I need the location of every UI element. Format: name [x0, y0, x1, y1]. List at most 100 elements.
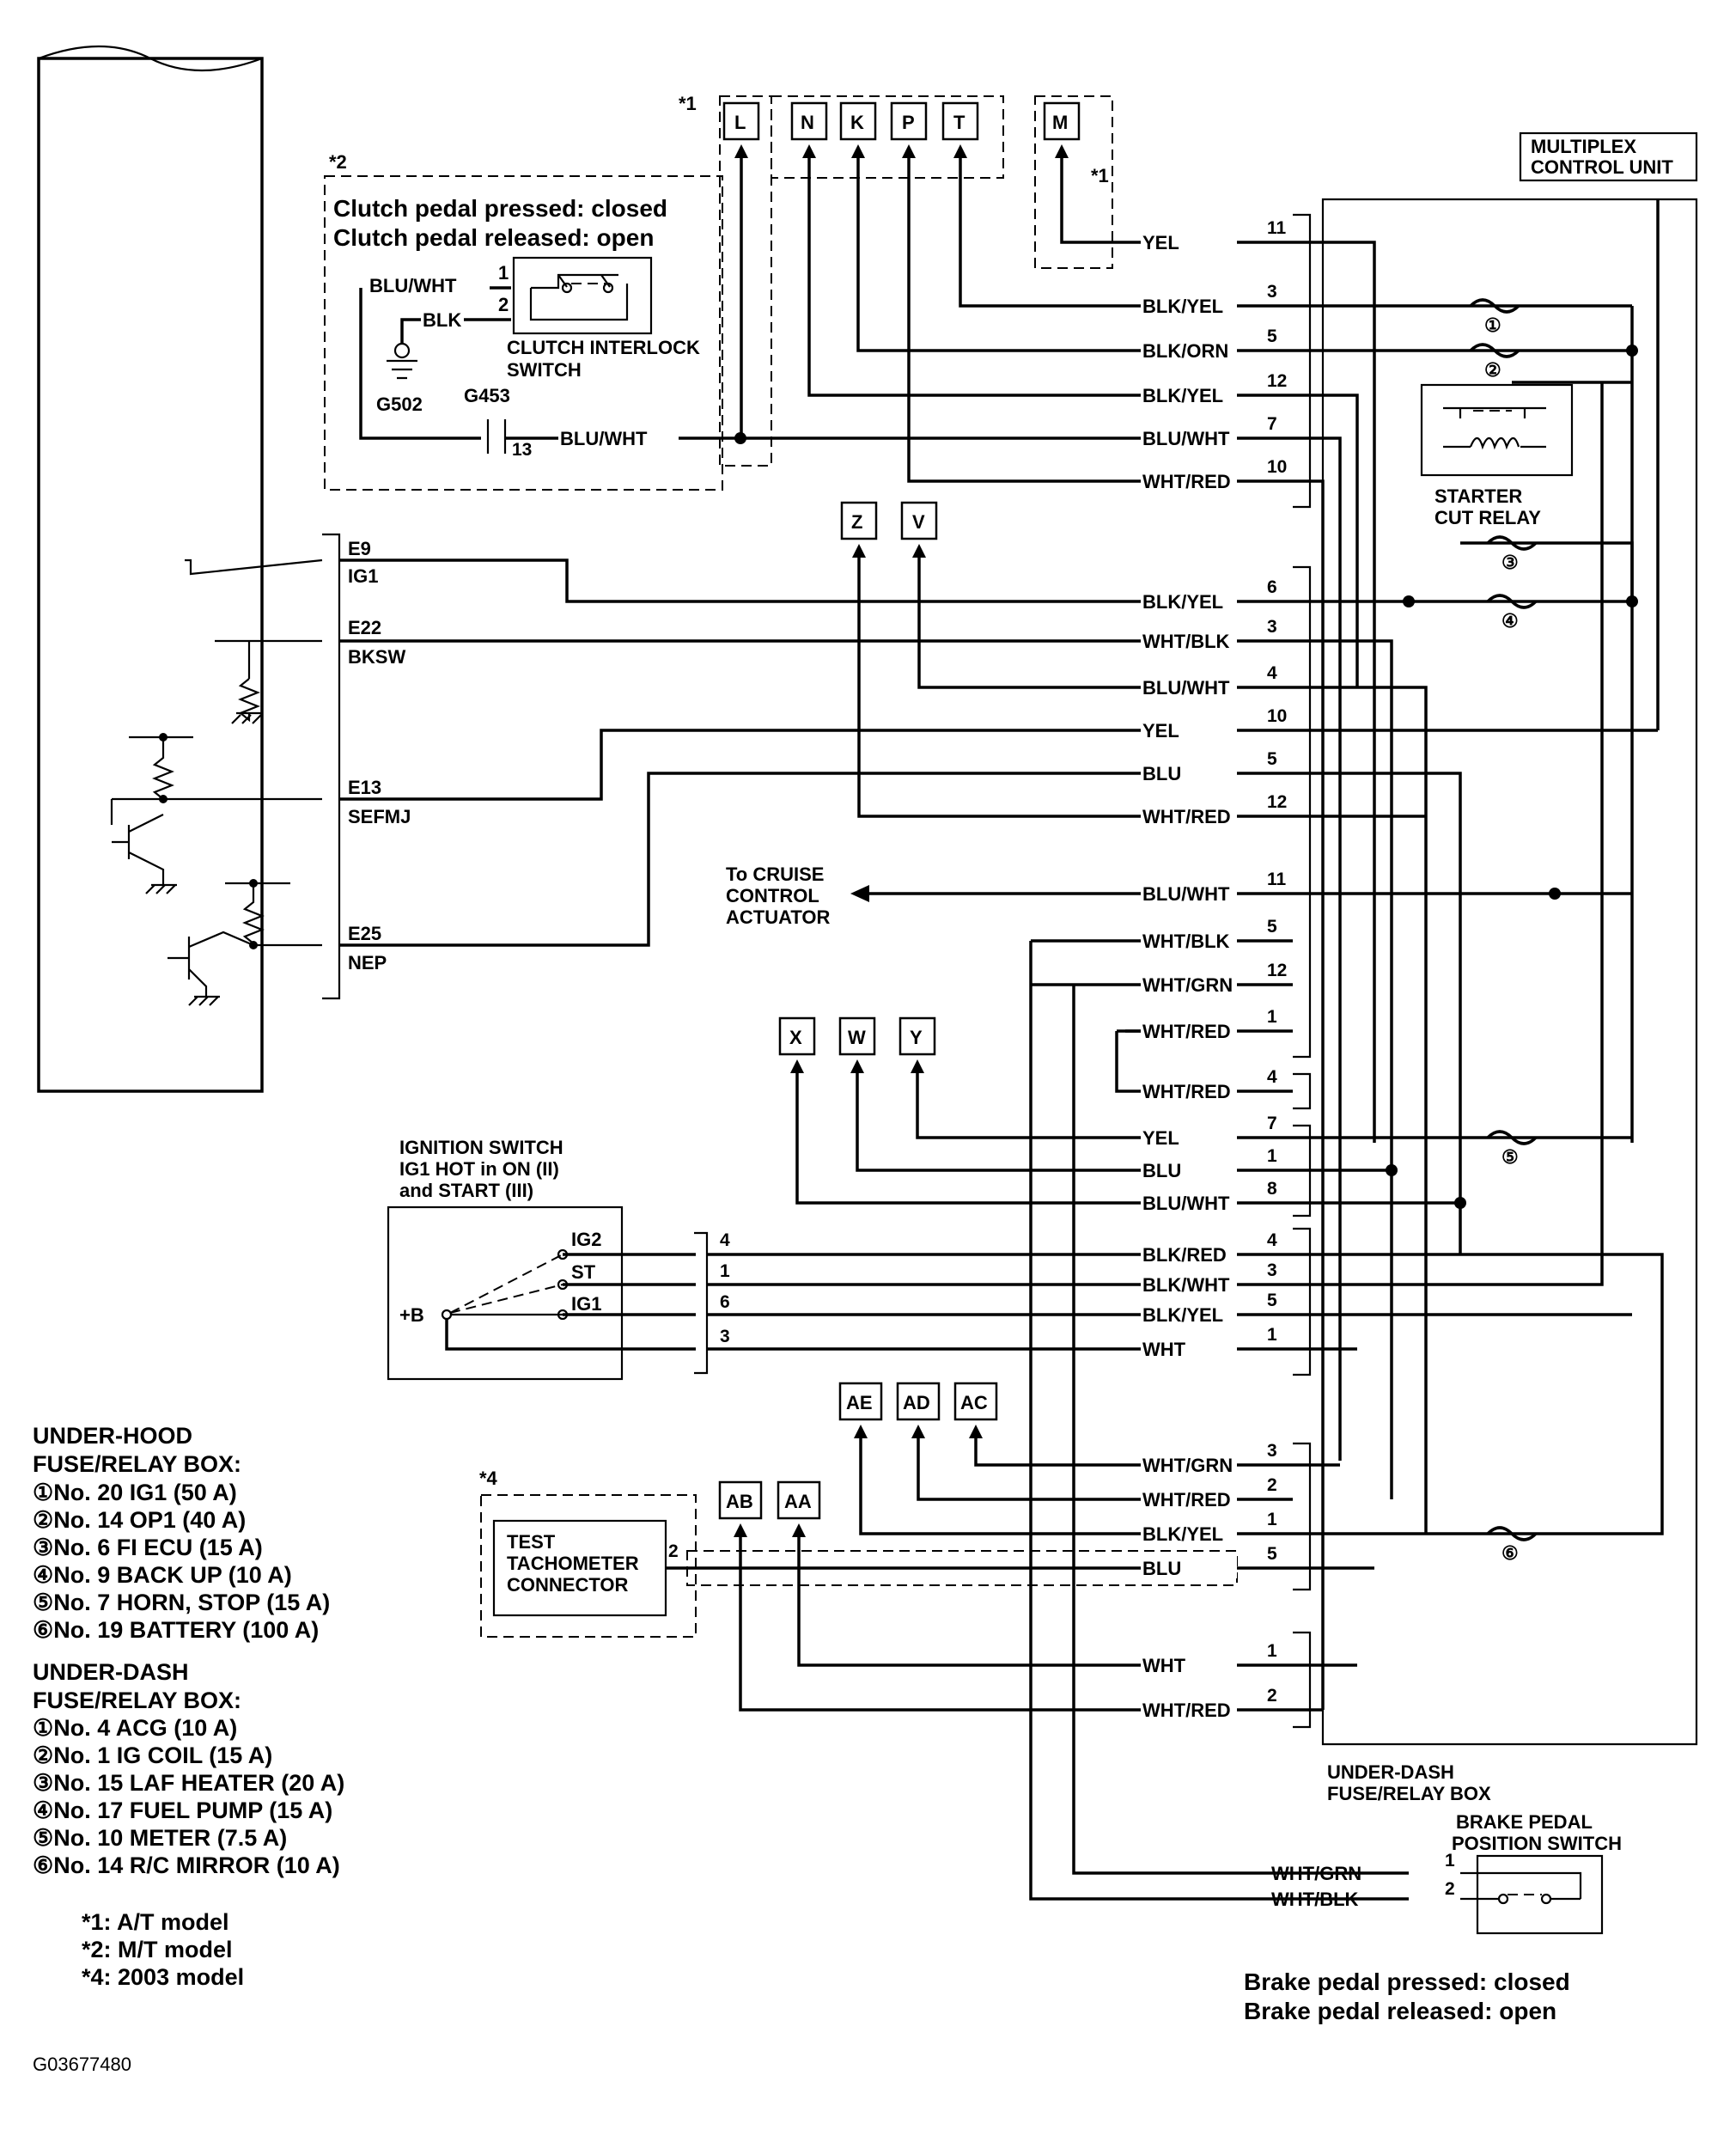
at-model-box-l — [719, 95, 772, 467]
connector-bracket — [1293, 1631, 1312, 1729]
ecm-bksw-internal — [215, 639, 322, 679]
wire-label-bg — [1141, 1079, 1237, 1102]
pin-number: 11 — [1267, 870, 1287, 889]
brake-title-1: Brake pedal pressed: closed — [1244, 1968, 1570, 1995]
svg-text:BLU/WHT: BLU/WHT — [369, 275, 457, 296]
pin-number: 5 — [1267, 749, 1277, 769]
wire-label: BLK/RED — [1142, 1244, 1227, 1266]
wire-label: WHT/RED — [1142, 1489, 1231, 1511]
svg-text:ST: ST — [571, 1261, 596, 1283]
connector-ad: AD — [896, 1382, 941, 1421]
connector-ac: AC — [953, 1382, 998, 1421]
wire-label-bg — [1141, 1191, 1237, 1213]
brake-switch-frame — [1476, 1854, 1604, 1935]
pin-number: 3 — [1267, 617, 1277, 637]
wire-label-bg — [1141, 1019, 1237, 1041]
wire-label-bg — [1141, 629, 1237, 651]
svg-text:②No. 14 OP1 (40 A): ②No. 14 OP1 (40 A) — [33, 1507, 246, 1533]
svg-text:⑤No. 10 METER (7.5 A): ⑤No. 10 METER (7.5 A) — [33, 1825, 287, 1851]
svg-text:UNDER-DASH: UNDER-DASH — [33, 1659, 189, 1685]
wire-label-bg — [1141, 469, 1237, 491]
svg-text:W: W — [848, 1027, 866, 1048]
wire-label: WHT — [1142, 1655, 1186, 1676]
fuse-symbol — [1469, 298, 1520, 314]
connector-bracket — [1293, 1227, 1312, 1376]
wire-label: BLK/YEL — [1142, 296, 1223, 317]
pin-number: 10 — [1267, 706, 1287, 726]
test-connector-box — [480, 1494, 697, 1638]
wire-label: BLU — [1142, 1160, 1181, 1181]
svg-text:①No. 20 IG1 (50 A): ①No. 20 IG1 (50 A) — [33, 1480, 237, 1505]
svg-text:*4: *4 — [479, 1468, 498, 1489]
underdash-box-label: UNDER-DASH — [1327, 1761, 1454, 1783]
wire-label-bg — [1141, 1453, 1237, 1475]
wire-label-bg — [1141, 230, 1237, 253]
connector-bracket — [1293, 1072, 1312, 1110]
svg-text:①No. 4 ACG (10 A): ①No. 4 ACG (10 A) — [33, 1715, 237, 1741]
wire-label: WHT/RED — [1142, 806, 1231, 827]
pin-number: 12 — [1267, 371, 1287, 391]
pin-number: 2 — [1267, 1475, 1277, 1495]
connector-ae: AE — [838, 1382, 883, 1421]
pin-number: 7 — [1267, 414, 1277, 434]
svg-text:CONTROL UNIT: CONTROL UNIT — [1531, 156, 1673, 178]
ecm-nep-internal — [225, 882, 322, 947]
wire-label-bg — [1141, 1242, 1237, 1265]
wire-label: BLK/ORN — [1142, 340, 1228, 362]
wire-label-bg — [1141, 589, 1237, 612]
svg-text:4: 4 — [720, 1230, 730, 1250]
wire-label: BLU/WHT — [1142, 677, 1230, 699]
pin-number: 10 — [1267, 457, 1287, 477]
svg-text:*2: M/T model: *2: M/T model — [82, 1937, 233, 1962]
pin-number: 1 — [1267, 1641, 1277, 1661]
connector-k: K — [839, 101, 877, 141]
connector-l: L — [722, 101, 760, 141]
pin-number: 1 — [1267, 1325, 1277, 1345]
mt-model-box — [324, 175, 723, 491]
wire-label-bg — [1141, 294, 1237, 316]
legend: UNDER-HOOD FUSE/RELAY BOX: ①No. 20 IG1 (… — [33, 1423, 344, 1990]
wire-label-bg — [1141, 973, 1237, 995]
wire-label: WHT/BLK — [1142, 931, 1230, 952]
brake-title-2: Brake pedal released: open — [1244, 1998, 1556, 2024]
starter-relay-label: STARTER — [1434, 485, 1522, 507]
wire-label-bg — [1141, 718, 1237, 741]
svg-text:AA: AA — [784, 1491, 812, 1512]
wire-label-bg — [1141, 1653, 1237, 1675]
svg-text:⑥No. 19 BATTERY (100 A): ⑥No. 19 BATTERY (100 A) — [33, 1617, 319, 1643]
fuse-box-connectors — [1293, 213, 1312, 1729]
ecm-break — [38, 45, 263, 72]
svg-text:NEP: NEP — [348, 952, 387, 973]
wire-label: BLK/YEL — [1142, 385, 1223, 406]
svg-text:IG2: IG2 — [571, 1229, 601, 1250]
wire-label-bg — [1141, 339, 1237, 361]
wire-e13 — [339, 729, 1142, 801]
pin-number: 4 — [1267, 1067, 1277, 1087]
pin-number: 3 — [1267, 1441, 1277, 1461]
wire-label: WHT/BLK — [1142, 631, 1230, 652]
svg-text:13: 13 — [512, 440, 532, 460]
svg-text:④No. 9 BACK UP (10 A): ④No. 9 BACK UP (10 A) — [33, 1562, 292, 1588]
connector-n: N — [790, 101, 828, 141]
svg-text:③No. 6 FI ECU (15 A): ③No. 6 FI ECU (15 A) — [33, 1535, 263, 1560]
fuse-number: ④ — [1501, 610, 1519, 632]
svg-text:G502: G502 — [376, 394, 423, 415]
fuse-number: ⑤ — [1501, 1146, 1519, 1168]
wire-label-bg — [1141, 804, 1237, 827]
ecm-pin-e9: E9 IG1 — [348, 538, 378, 587]
svg-text:2: 2 — [1445, 1879, 1455, 1899]
svg-text:FUSE/RELAY BOX: FUSE/RELAY BOX — [1327, 1783, 1491, 1804]
wire-label: BLK/YEL — [1142, 1523, 1223, 1545]
ignition-switch-frame — [387, 1205, 624, 1381]
connector-m: M — [1043, 101, 1081, 141]
wire-label-bg — [1141, 929, 1237, 951]
g502-ground — [387, 359, 417, 380]
wire-label-bg — [1141, 1337, 1237, 1359]
ecm-transistor-1 — [112, 814, 177, 894]
svg-text:*1: A/T model: *1: A/T model — [82, 1909, 229, 1935]
connector-aa: AA — [777, 1480, 821, 1520]
svg-text:⑤No. 7 HORN, STOP (15 A): ⑤No. 7 HORN, STOP (15 A) — [33, 1590, 330, 1615]
fuse-number: ① — [1484, 314, 1501, 336]
wire-label-bg — [1141, 383, 1237, 406]
